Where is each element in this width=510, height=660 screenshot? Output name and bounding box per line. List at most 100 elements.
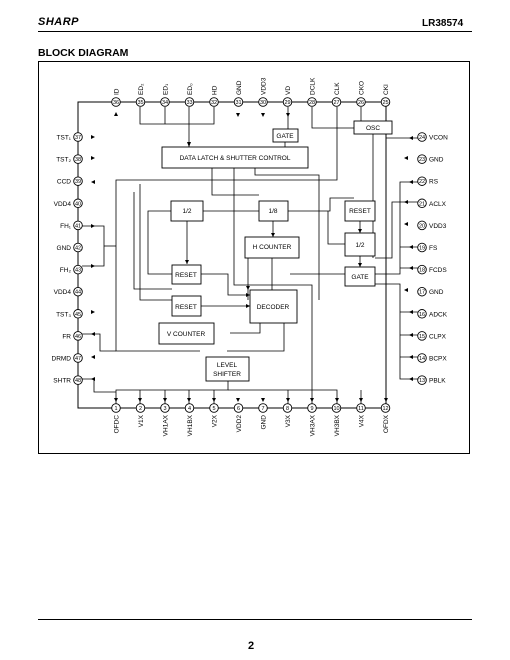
pin-circle (417, 264, 427, 275)
divide-eighth-label: 1/8 (268, 208, 277, 215)
pin-circle (258, 97, 268, 107)
pin-label: VH1AX (163, 414, 170, 436)
pin-label: ED₂ (138, 83, 145, 95)
pin-label: ED₁ (163, 83, 170, 95)
pin-number: 30 (260, 100, 266, 106)
pin-circle (73, 154, 83, 164)
pin-number: 44 (75, 290, 81, 296)
pin-number: 22 (419, 179, 425, 185)
pin-circle (73, 198, 83, 209)
pin-circle (73, 375, 83, 385)
pin-number: 41 (75, 223, 81, 229)
pin-label: VH3AX (310, 414, 317, 436)
pin-label: FH₁ (60, 223, 72, 230)
pin-label: TST₁ (57, 135, 72, 142)
pin-number: 3 (163, 406, 166, 412)
pin-label: CCD (57, 179, 71, 186)
pin-circle (135, 97, 146, 107)
pin-number: 9 (310, 406, 313, 412)
divide-half-left-label: 1/2 (182, 208, 191, 215)
pin-circle (73, 353, 83, 363)
pin-label: TST₃ (56, 311, 71, 318)
divide-eighth-block (258, 200, 289, 222)
pin-circle (380, 403, 391, 413)
pin-label: OFDC (114, 415, 121, 434)
level-shifter-label-line2: SHIFTER (213, 371, 241, 378)
pin-label: FR (62, 333, 71, 340)
pin-number: 40 (75, 201, 81, 207)
part-number: LR38574 (422, 18, 464, 29)
pin-number: 19 (419, 246, 425, 252)
pin-circle (73, 132, 83, 142)
pin-number: 35 (137, 100, 143, 106)
pin-number: 48 (75, 378, 81, 384)
section-title: BLOCK DIAGRAM (38, 47, 129, 59)
signal-arrows (91, 112, 413, 402)
pin-label: DRMD (52, 356, 72, 363)
pin-label: CKO (359, 81, 366, 95)
divide-half-left-block (170, 200, 204, 222)
reset-low-label: RESET (175, 304, 197, 311)
pin-26: 26 CKO (356, 81, 366, 107)
data-latch-block (161, 146, 309, 169)
pin-label: CLPX (429, 333, 447, 340)
pin-number: 29 (284, 100, 290, 106)
pin-circle (73, 176, 83, 186)
pin-circle (73, 264, 83, 275)
pin-number: 25 (382, 100, 388, 106)
pin-35: 35 ED₂ (135, 83, 146, 107)
pin-label: GND (429, 157, 444, 164)
pins-layer: 36ID35ED₂34ED₁33ED₀32HD31GND30VDD329VD28… (52, 77, 449, 436)
pin-circle (160, 97, 170, 107)
pin-label: RS (429, 179, 439, 186)
pin-circle (417, 309, 427, 319)
pin-label: CKI (383, 84, 390, 95)
pin-circle (111, 97, 121, 107)
pin-circle (73, 331, 83, 341)
pin-label: FS (429, 245, 438, 252)
pin-number: 7 (261, 406, 264, 412)
pin-label: ADCK (429, 311, 448, 318)
pin-label: FCDS (429, 267, 447, 274)
pin-number: 26 (358, 100, 364, 106)
gate-top-label: GATE (276, 133, 294, 140)
reset-block-right (344, 200, 376, 222)
pin-label: GND (236, 80, 243, 95)
pin-label: VDD2 (236, 415, 243, 433)
pin-circle (282, 403, 293, 413)
footer-rule (38, 619, 472, 620)
pin-13: 13 PBLK (417, 375, 446, 385)
pin-label: PBLK (429, 378, 446, 385)
pin-number: 34 (162, 100, 168, 106)
pin-label: TST₂ (56, 157, 71, 164)
pin-circle (73, 309, 83, 319)
pin-label: VD (285, 86, 292, 95)
pin-number: 17 (419, 290, 425, 296)
pin-circle (233, 403, 244, 413)
pin-number: 14 (419, 356, 425, 362)
pin-circle (282, 97, 293, 107)
diagram-frame (38, 61, 470, 454)
pin-number: 13 (419, 378, 425, 384)
pin-number: 10 (333, 406, 339, 412)
